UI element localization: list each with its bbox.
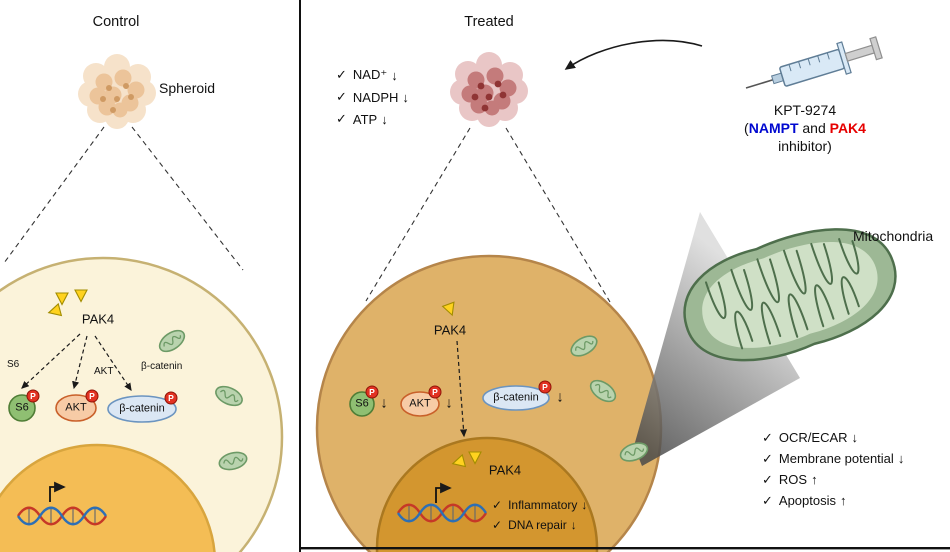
check-icon: ✓ — [492, 498, 503, 512]
down-arrow-icon: ↓ — [402, 89, 409, 105]
control-signal-arrows — [21, 333, 132, 391]
s6-tag: S6 — [7, 359, 20, 370]
treated-akt-label: AKT — [409, 397, 431, 410]
drug-inhibitor-line: inhibitor) — [778, 138, 832, 154]
phospho-badge-icons — [365, 380, 552, 399]
spheroid-label: Spheroid — [159, 80, 216, 96]
control-pak4-label: PAK4 — [81, 311, 115, 327]
down-arrow-icon: ↓ — [897, 451, 905, 466]
drug-targets: (NAMPT and PAK4 — [702, 119, 908, 137]
control-bcatenin-label: β-catenin — [119, 402, 165, 415]
check-icon: ✓ — [336, 111, 347, 126]
effect-label: Apoptosis — [778, 493, 836, 508]
treated-s6-label: S6 — [355, 397, 369, 410]
treated-spheroid-icon — [450, 52, 528, 127]
nucleus-effect-list: ✓ Inflammatory ↓ ✓ DNA repair ↓ — [492, 495, 587, 535]
s6-shape — [349, 391, 375, 417]
drug-label-block: KPT-9274 (NAMPT and PAK4 inhibitor) — [702, 101, 908, 155]
check-icon: ✓ — [336, 67, 347, 82]
check-icon: ✓ — [336, 89, 347, 104]
effect-label: DNA repair — [508, 518, 567, 532]
phospho-label: P — [432, 386, 438, 397]
paren-open: ( — [744, 120, 749, 136]
down-arrow-icon: ↓ — [556, 388, 564, 406]
akt-shape — [55, 394, 97, 422]
down-arrow-icon: ↓ — [381, 111, 388, 127]
down-arrow-icon: ↓ — [380, 394, 388, 412]
metabolite-label: ATP — [352, 111, 378, 127]
metabolite-label: NADPH — [352, 89, 399, 105]
treated-signal-arrow — [456, 340, 468, 438]
syringe-icon — [745, 36, 883, 89]
mitochondria-effect-list: ✓ OCR/ECAR ↓ ✓ Membrane potential ↓ ✓ RO… — [762, 427, 904, 511]
drug-name: KPT-9274 — [773, 102, 837, 118]
up-arrow-icon: ↑ — [811, 472, 818, 487]
nucleus-effect-item: ✓ Inflammatory ↓ — [492, 495, 587, 515]
nucleus-pak4-label: PAK4 — [488, 462, 522, 478]
mitochondria-label: Mitochondria — [853, 228, 934, 244]
metabolite-item: ✓ NADPH ↓ — [336, 86, 409, 108]
control-nucleus — [0, 443, 216, 552]
nampt-label: NAMPT — [748, 120, 799, 136]
control-protein-shapes — [8, 389, 178, 423]
check-icon: ✓ — [762, 429, 773, 445]
injection-arrow — [564, 39, 703, 70]
check-icon: ✓ — [762, 471, 773, 487]
akt-shape — [400, 391, 440, 417]
metabolite-item: ✓ ATP ↓ — [336, 108, 409, 130]
treated-spheroid-projection-lines — [365, 127, 611, 303]
phospho-badge-icons — [26, 389, 178, 405]
treated-bcatenin-label: β-catenin — [493, 391, 539, 404]
control-spheroid-projection-lines — [3, 126, 244, 271]
check-icon: ✓ — [762, 450, 773, 466]
effect-label: Membrane potential — [778, 451, 894, 466]
bcatenin-tag: β-catenin — [141, 361, 183, 372]
conjunction: and — [798, 120, 830, 136]
mito-effect-item: ✓ Membrane potential ↓ — [762, 448, 904, 469]
control-akt-label: AKT — [65, 401, 87, 414]
control-title: Control — [92, 13, 140, 30]
phospho-label: P — [89, 390, 95, 401]
down-arrow-icon: ↓ — [391, 67, 398, 83]
treated-title: Treated — [464, 13, 514, 30]
phospho-label: P — [369, 386, 375, 397]
control-spheroid-icon — [78, 54, 156, 129]
mito-effect-item: ✓ ROS ↑ — [762, 469, 904, 490]
down-arrow-icon: ↓ — [851, 430, 859, 445]
metabolite-label: NAD⁺ — [352, 67, 388, 82]
check-icon: ✓ — [492, 518, 503, 532]
nucleus-effect-item: ✓ DNA repair ↓ — [492, 515, 587, 535]
mitochondria-large-icon — [683, 228, 897, 362]
panel-divider — [299, 0, 301, 552]
phospho-label: P — [542, 381, 548, 392]
effect-label: Inflammatory — [508, 498, 578, 512]
pak4-label: PAK4 — [829, 120, 866, 136]
mito-effect-item: ✓ Apoptosis ↑ — [762, 490, 904, 511]
s6-shape — [8, 394, 36, 422]
akt-tag: AKT — [94, 366, 114, 377]
down-arrow-icon: ↓ — [581, 498, 588, 512]
down-arrow-icon: ↓ — [570, 518, 577, 532]
treated-protein-shapes — [349, 380, 552, 417]
phospho-label: P — [168, 392, 174, 403]
effect-label: ROS — [778, 472, 808, 487]
phospho-label: P — [30, 390, 36, 401]
mito-effect-item: ✓ OCR/ECAR ↓ — [762, 427, 904, 448]
bcatenin-shape — [482, 385, 550, 411]
bottom-border — [300, 547, 950, 550]
treated-pak4-label: PAK4 — [433, 322, 467, 338]
up-arrow-icon: ↑ — [840, 493, 847, 508]
control-s6-label: S6 — [15, 401, 29, 414]
metabolite-item: ✓ NAD⁺ ↓ — [336, 64, 409, 86]
down-arrow-icon: ↓ — [445, 394, 453, 412]
check-icon: ✓ — [762, 492, 773, 508]
effect-label: OCR/ECAR — [778, 430, 848, 445]
metabolite-list: ✓ NAD⁺ ↓ ✓ NADPH ↓ ✓ ATP ↓ — [336, 64, 409, 130]
bcatenin-shape — [107, 395, 177, 423]
